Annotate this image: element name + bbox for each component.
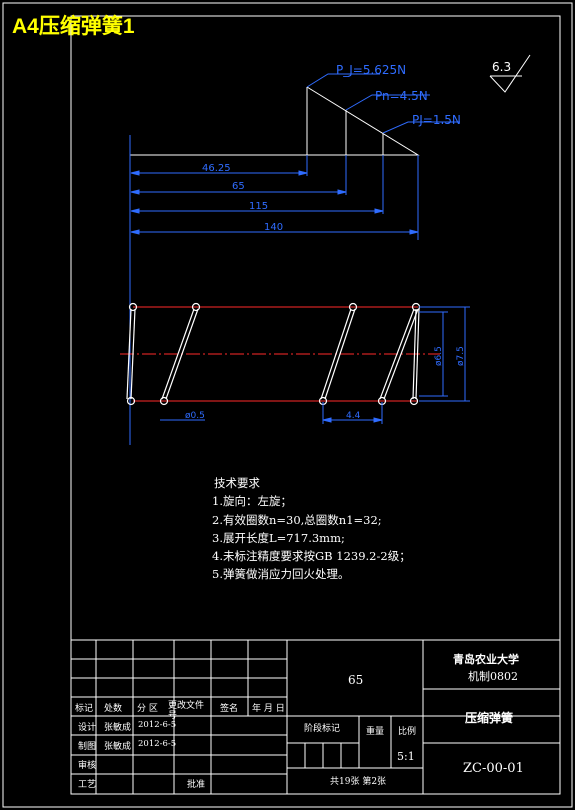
tb-process: 工艺 <box>78 780 97 790</box>
tech-item-5: 5.弹簧做消应力回火处理。 <box>212 567 350 582</box>
tech-item-1: 1.旋向：左旋； <box>212 494 292 509</box>
tb-draft-date: 2012-6-5 <box>138 739 177 749</box>
tb-material: 65 <box>348 673 364 687</box>
tech-requirements: 技术要求 1.旋向：左旋； 2.有效圈数n=30,总圈数n1=32; 3.展开长… <box>212 474 411 584</box>
tb-date: 年 月 日 <box>252 704 285 714</box>
tb-weight: 重量 <box>366 727 385 737</box>
tb-design-date: 2012-6-5 <box>138 720 177 730</box>
load-pn: Pn=4.5N <box>375 89 428 103</box>
tb-designer: 张敏成 <box>104 723 132 733</box>
tb-class: 机制0802 <box>468 670 518 683</box>
length-dimensions <box>129 135 419 445</box>
load-leaders <box>306 73 460 134</box>
tb-change-doc: 更改文件号 <box>168 701 205 721</box>
dim-140: 140 <box>264 222 283 233</box>
inner-dia-dim: ø6.5 <box>434 346 444 366</box>
tb-university: 青岛农业大学 <box>453 653 519 666</box>
load-pj-top: P_J=5.625N <box>336 63 406 77</box>
tech-heading: 技术要求 <box>214 476 260 490</box>
tb-scale: 5:1 <box>397 750 415 763</box>
dim-46-25: 46.25 <box>202 163 231 174</box>
tb-drafter: 张敏成 <box>104 742 132 752</box>
spring-view <box>120 302 470 424</box>
tb-drawing-no: ZC-00-01 <box>463 761 524 776</box>
tb-draft: 制图 <box>78 742 97 752</box>
tb-design: 设计 <box>78 723 97 733</box>
tb-part-name: 压缩弹簧 <box>465 711 514 725</box>
pitch-dim: 4.4 <box>346 411 361 421</box>
tech-item-4: 4.未标注精度要求按GB 1239.2-2级； <box>212 549 411 564</box>
tech-item-2: 2.有效圈数n=30,总圈数n1=32; <box>212 512 382 527</box>
tb-sheet-count: 共19张 第2张 <box>330 777 387 787</box>
load-diagram <box>130 86 420 156</box>
wire-dim: ø0.5 <box>185 411 205 421</box>
dim-65: 65 <box>232 181 245 192</box>
outer-dia-dim: ø7.5 <box>456 346 466 366</box>
tb-sign: 签名 <box>220 704 239 714</box>
dim-115: 115 <box>249 201 268 212</box>
tb-count: 处数 <box>104 704 123 714</box>
tech-item-3: 3.展开长度L=717.3mm; <box>212 530 345 545</box>
tb-stage-mark: 阶段标记 <box>304 724 341 734</box>
tb-approve: 批准 <box>187 780 206 790</box>
tb-scale-label: 比例 <box>398 727 417 737</box>
tb-zone: 分 区 <box>137 704 158 714</box>
surface-finish-value: 6.3 <box>492 60 511 74</box>
load-pj-bottom: PJ=1.5N <box>412 113 461 127</box>
sheet-title: A4压缩弹簧1 <box>12 15 135 38</box>
tb-mark: 标记 <box>75 704 94 714</box>
tb-review: 审核 <box>78 761 97 771</box>
surface-finish-symbol <box>489 54 531 93</box>
title-block-grid <box>70 639 561 795</box>
